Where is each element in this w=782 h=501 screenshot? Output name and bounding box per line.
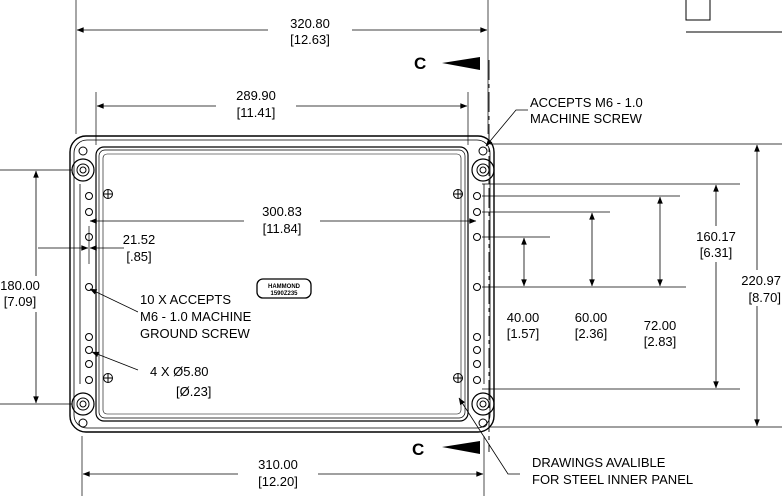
dim-left-height-mm: 180.00 — [0, 278, 40, 293]
corner-boss-tl — [71, 158, 95, 182]
dim-bottom-width-in: [12.20] — [258, 474, 298, 489]
ground-screw-holes — [85, 192, 481, 384]
panel-mount-holes — [103, 189, 463, 383]
svg-text:HAMMOND: HAMMOND — [268, 284, 301, 290]
section-line-c: C C — [412, 54, 490, 459]
dim-inner-width-in: [11.41] — [237, 105, 276, 120]
dim-220-in: [8.70] — [748, 290, 781, 305]
panel-hole-tr — [453, 189, 463, 199]
dim-40-mm: 40.00 — [507, 310, 540, 325]
dim-overall-width-in: [12.63] — [290, 32, 330, 47]
note-accepts-screw-1: ACCEPTS M6 - 1.0 — [530, 95, 643, 110]
corner-screw-bosses — [71, 146, 495, 428]
dim-72-in: [2.83] — [644, 334, 677, 349]
dimension-labels: 320.80 [12.63] 289.90 [11.41] 300.83 [11… — [0, 14, 782, 492]
panel-hole-br — [453, 373, 463, 383]
dim-220-mm: 220.97 — [741, 273, 781, 288]
note-ground-2: M6 - 1.0 MACHINE — [140, 309, 252, 324]
dim-60-in: [2.36] — [575, 326, 608, 341]
enclosure-outline — [69, 135, 495, 433]
note-ground-1: 10 X ACCEPTS — [140, 292, 231, 307]
dim-flange-offset-mm: 21.52 — [123, 232, 156, 247]
dim-160-mm: 160.17 — [696, 229, 736, 244]
dim-flange-offset-in: [.85] — [126, 249, 151, 264]
dim-72-mm: 72.00 — [644, 318, 677, 333]
dim-overall-width-mm: 320.80 — [290, 16, 330, 31]
svg-text:1590Z235: 1590Z235 — [270, 291, 298, 297]
section-label-top: C — [414, 54, 426, 73]
dim-40-in: [1.57] — [507, 326, 540, 341]
dim-160-in: [6.31] — [700, 245, 733, 260]
dim-hole-span-in: [11.84] — [263, 221, 302, 236]
note-accepts-screw-2: MACHINE SCREW — [530, 111, 643, 126]
corner-boss-bl — [71, 392, 95, 416]
dim-left-height-in: [7.09] — [4, 294, 37, 309]
panel-hole-bl — [103, 373, 113, 383]
annotation-notes: ACCEPTS M6 - 1.0 MACHINE SCREW 10 X ACCE… — [138, 95, 693, 487]
note-drawings-1: DRAWINGS AVALIBLE — [532, 455, 666, 470]
corner-fragment — [685, 0, 782, 33]
note-ground-3: GROUND SCREW — [140, 326, 251, 341]
note-holes-2: [Ø.23] — [176, 384, 211, 399]
note-drawings-2: FOR STEEL INNER PANEL — [532, 472, 693, 487]
dim-bottom-width-mm: 310.00 — [258, 457, 298, 472]
corner-boss-br — [471, 392, 495, 416]
panel-hole-tl — [103, 189, 113, 199]
dim-inner-width-mm: 289.90 — [236, 88, 276, 103]
dim-60-mm: 60.00 — [575, 310, 608, 325]
section-label-bottom: C — [412, 440, 424, 459]
leader-lines — [89, 109, 528, 475]
hammond-logo: HAMMOND 1590Z235 — [256, 278, 312, 299]
note-holes-1: 4 X Ø5.80 — [150, 364, 209, 379]
dim-hole-span-mm: 300.83 — [262, 204, 302, 219]
corner-boss-tr — [471, 158, 495, 182]
